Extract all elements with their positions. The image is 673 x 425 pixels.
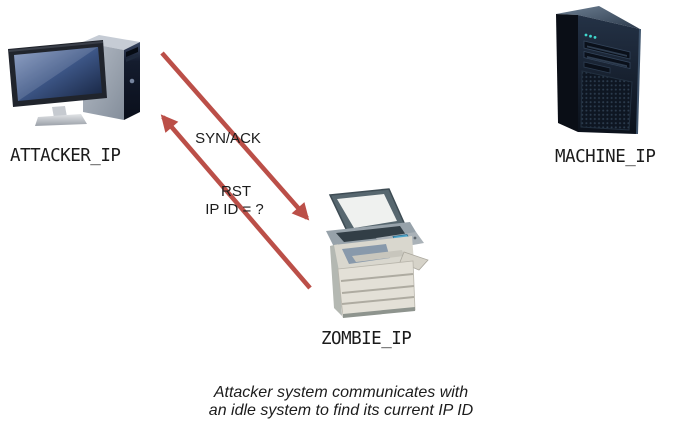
- machine-label: MACHINE_IP: [555, 147, 656, 167]
- rst-arrow-label: RST: [221, 183, 251, 200]
- zombie-label: ZOMBIE_IP: [321, 329, 412, 349]
- server-tower-icon: [556, 6, 641, 135]
- caption-line-2: an idle system to find its current IP ID: [208, 402, 474, 419]
- attacker-node: [2, 24, 142, 136]
- zombie-node: [312, 186, 432, 320]
- attacker-label: ATTACKER_IP: [10, 146, 121, 166]
- machine-node: [547, 4, 643, 138]
- desktop-computer-icon: [8, 35, 140, 126]
- syn-ack-arrow-label: SYN/ACK: [195, 130, 261, 147]
- caption-line-1: Attacker system communicates with: [213, 384, 469, 401]
- copier-printer-icon: [326, 188, 429, 318]
- rst-arrow-ipid-label: IP ID = ?: [205, 201, 264, 218]
- diagram-caption: Attacker system communicates with an idl…: [170, 384, 512, 420]
